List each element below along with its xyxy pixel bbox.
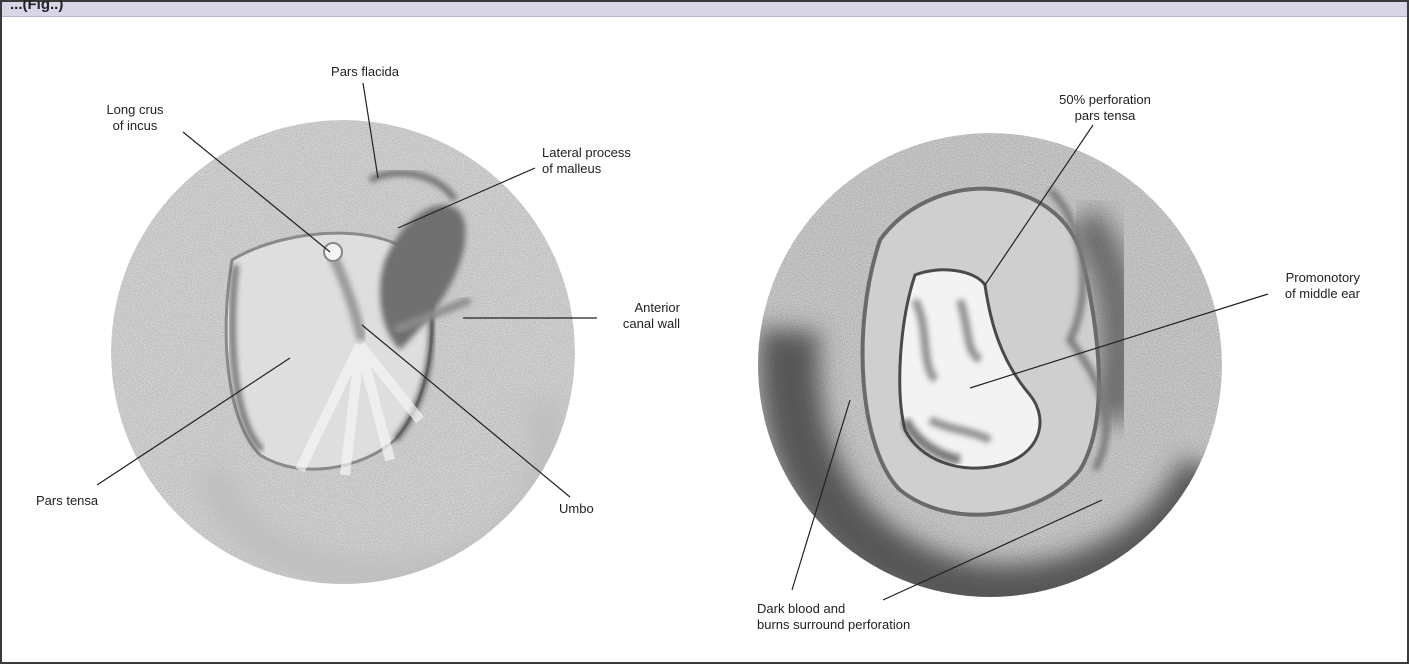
- label-perforation: 50% perforation pars tensa: [1030, 92, 1180, 124]
- label-pars-tensa: Pars tensa: [36, 493, 156, 509]
- label-anterior-canal-wall: Anterior canal wall: [540, 300, 680, 332]
- right-eardrum: [758, 133, 1222, 597]
- label-umbo: Umbo: [559, 501, 639, 517]
- label-lateral-process: Lateral process of malleus: [542, 145, 682, 177]
- label-pars-flacida: Pars flacida: [295, 64, 435, 80]
- label-long-crus: Long crus of incus: [75, 102, 195, 134]
- left-eardrum: [111, 120, 575, 584]
- label-promonotory: Promonotory of middle ear: [1220, 270, 1360, 302]
- label-dark-blood: Dark blood and burns surround perforatio…: [757, 601, 977, 633]
